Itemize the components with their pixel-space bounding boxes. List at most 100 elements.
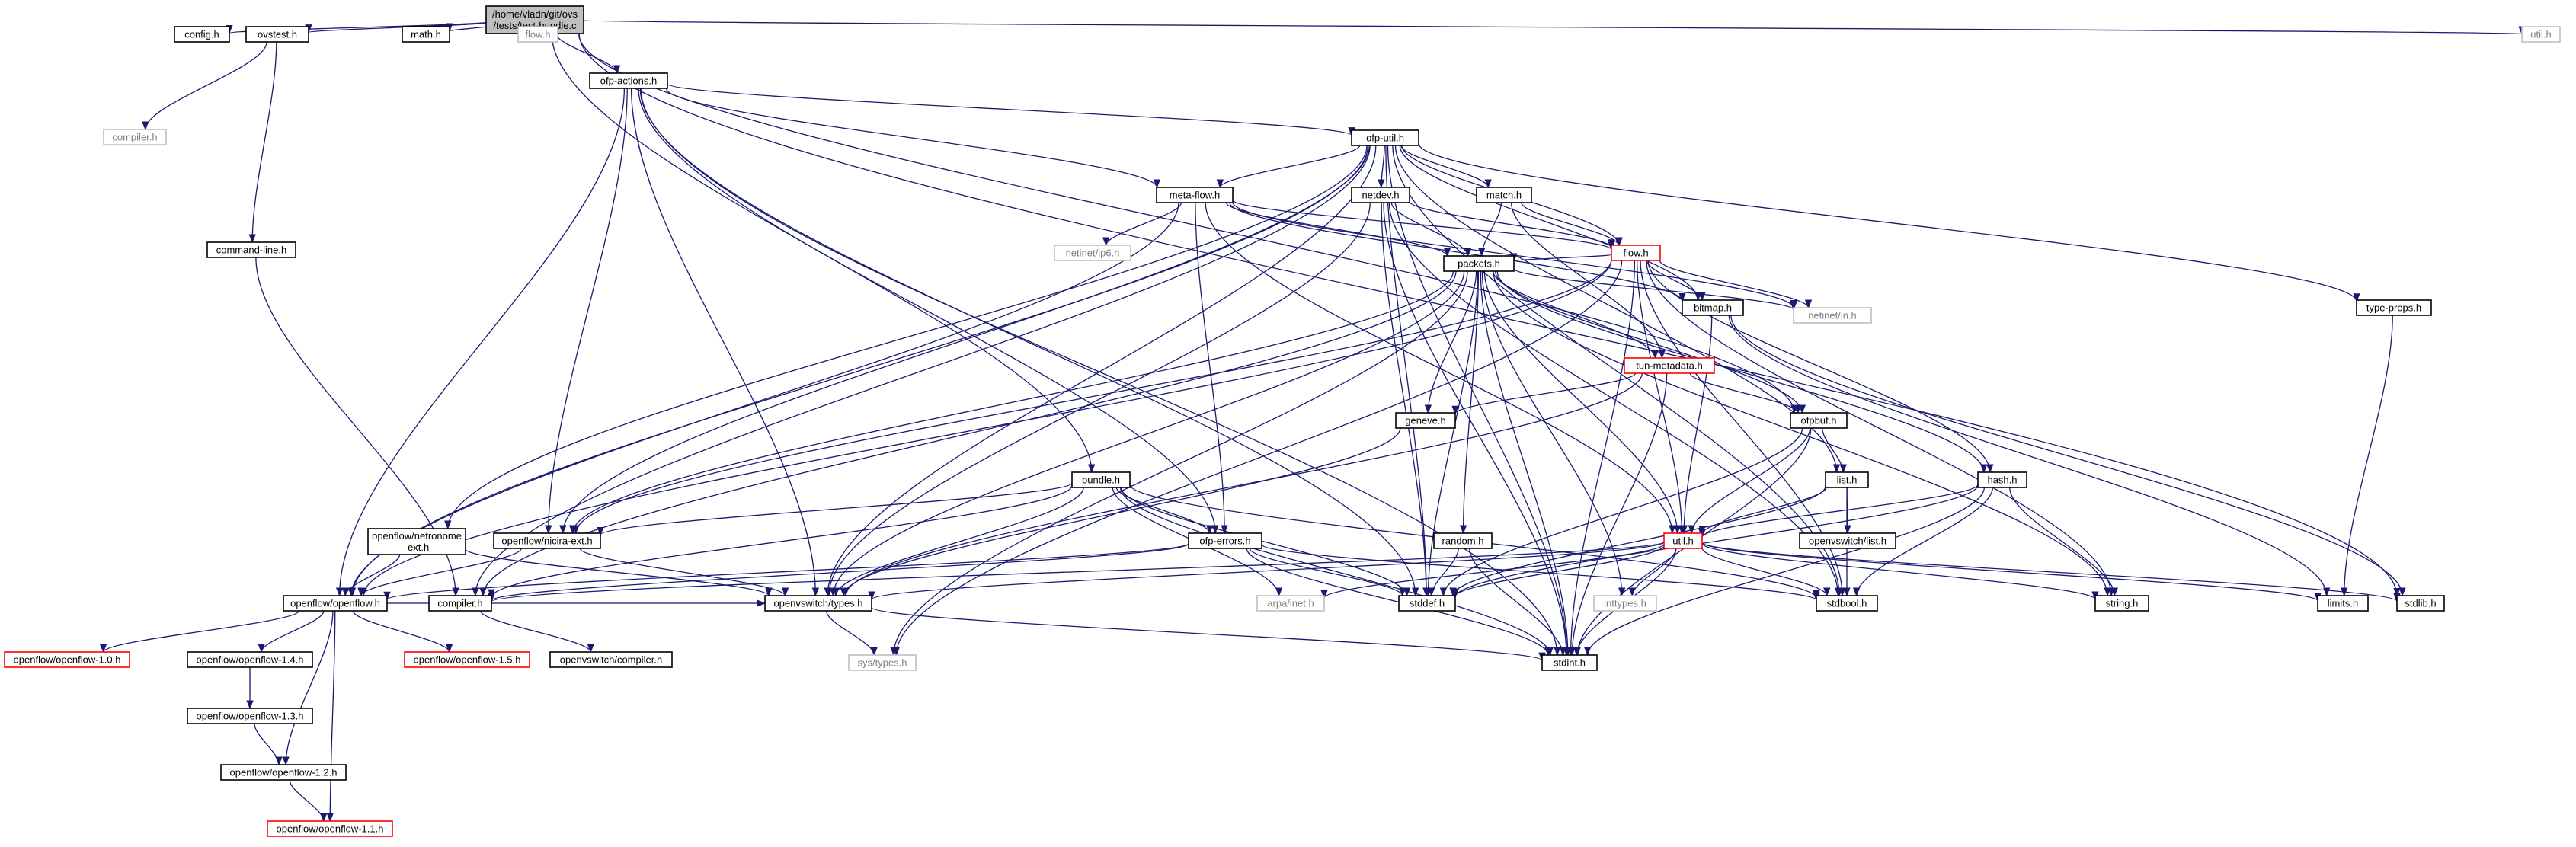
node-label: openvswitch/list.h [1809, 535, 1886, 547]
node-openflow-1-2-h[interactable]: openflow/openflow-1.2.h [220, 764, 347, 781]
node-string-h[interactable]: string.h [2094, 595, 2149, 612]
edge-openflow-1-3-h-to-openflow-1-2-h [254, 723, 283, 766]
node-netinet-ip6-h[interactable]: netinet/ip6.h [1054, 245, 1131, 261]
node-label: math.h [411, 29, 441, 40]
node-openflow-1-5-h[interactable]: openflow/openflow-1.5.h [404, 651, 530, 668]
node-box [220, 764, 347, 781]
edge-packets-h-to-stdint-h [1480, 270, 1572, 657]
edge-ofp-util-h-to-stdint-h [1387, 145, 1571, 657]
node-stdlib-h[interactable]: stdlib.h [2396, 595, 2445, 612]
node-box [174, 26, 230, 43]
node-stdint-h[interactable]: stdint.h [1541, 654, 1598, 671]
node-box [1663, 532, 1703, 549]
node-openvswitch-types-h[interactable]: openvswitch/types.h [764, 595, 872, 612]
node-flow-h-sys[interactable]: flow.h [517, 26, 558, 43]
node-label: bitmap.h [1694, 302, 1732, 314]
node-flow-h[interactable]: flow.h [1611, 245, 1661, 261]
node-sys-types-h[interactable]: sys/types.h [848, 654, 917, 671]
edge-flow-h-to-sys-types-h [892, 260, 1623, 657]
node-label: hash.h [1987, 475, 2017, 486]
node-label: openflow/openflow-1.1.h [277, 823, 384, 835]
node-box [1977, 471, 2027, 488]
node-util-h-sys[interactable]: util.h [2521, 26, 2561, 43]
node-openvswitch-compiler-h[interactable]: openvswitch/compiler.h [549, 651, 673, 668]
node-netdev-h[interactable]: netdev.h [1351, 187, 1410, 203]
node-openflow-netronome-ext-h[interactable]: openflow/netronome-ext.h [367, 528, 466, 555]
edge-type-props-h-to-limits-h [2341, 315, 2393, 597]
node-openflow-1-3-h[interactable]: openflow/openflow-1.3.h [187, 708, 313, 724]
node-box [1156, 187, 1234, 203]
edge-bundle-h-to-compiler-h [488, 485, 1073, 599]
edge-ofp-errors-h-to-stdint-h [1246, 548, 1552, 657]
node-box [2521, 26, 2561, 43]
node-command-line-h[interactable]: command-line.h [206, 241, 296, 258]
node-openflow-1-0-h[interactable]: openflow/openflow-1.0.h [4, 651, 130, 668]
edge-openflow-nicira-ext-h-to-openvswitch-types-h [579, 548, 789, 597]
node-match-h[interactable]: match.h [1476, 187, 1532, 203]
node-limits-h[interactable]: limits.h [2317, 595, 2369, 612]
node-geneve-h[interactable]: geneve.h [1395, 412, 1456, 429]
node-box [2317, 595, 2369, 612]
node-label: command-line.h [216, 245, 287, 256]
node-label: openflow/openflow.h [290, 598, 380, 609]
node-arpa-inet-h[interactable]: arpa/inet.h [1256, 595, 1325, 612]
edge-packets-h-to-string-h [1493, 270, 2111, 597]
edge-openflow-openflow-h-to-openflow-1-0-h [100, 610, 300, 654]
edge-openvswitch-types-h-to-stdint-h [871, 606, 1546, 662]
edge-root-to-config-h [226, 21, 487, 34]
node-label: ofp-actions.h [600, 75, 657, 87]
node-config-h[interactable]: config.h [174, 26, 230, 43]
node-compiler-h-sys[interactable]: compiler.h [103, 129, 167, 145]
node-hash-h[interactable]: hash.h [1977, 471, 2027, 488]
edge-meta-flow-h-to-packets-h [1225, 202, 1451, 257]
node-label: bundle.h [1082, 475, 1120, 486]
node-openvswitch-list-h[interactable]: openvswitch/list.h [1799, 532, 1896, 549]
node-ovstest-h[interactable]: ovstest.h [245, 26, 309, 43]
node-tun-metadata-h[interactable]: tun-metadata.h [1624, 357, 1715, 374]
edge-ofp-util-h-to-netdev-h [1378, 145, 1385, 189]
edge-ofp-errors-h-to-openflow-openflow-h [383, 542, 1189, 601]
node-label: openflow/openflow-1.4.h [197, 654, 304, 666]
node-compiler-h[interactable]: compiler.h [428, 595, 492, 612]
edge-ofpbuf-h-to-util-h [1688, 427, 1811, 535]
node-meta-flow-h[interactable]: meta-flow.h [1156, 187, 1234, 203]
node-netinet-in-h[interactable]: netinet/in.h [1793, 307, 1872, 324]
edge-openflow-openflow-h-to-openflow-1-5-h [352, 610, 453, 654]
node-label: stdbool.h [1827, 598, 1867, 609]
node-label: openflow/openflow-1.2.h [230, 767, 338, 778]
node-openflow-nicira-ext-h[interactable]: openflow/nicira-ext.h [493, 532, 601, 549]
node-random-h[interactable]: random.h [1433, 532, 1493, 549]
node-openflow-openflow-h[interactable]: openflow/openflow.h [283, 595, 388, 612]
node-box [1256, 595, 1325, 612]
edge-netdev-h-to-packets-h [1390, 202, 1472, 257]
node-ofp-errors-h[interactable]: ofp-errors.h [1188, 532, 1262, 549]
node-packets-h[interactable]: packets.h [1443, 255, 1515, 272]
node-box [404, 651, 530, 668]
node-inttypes-h[interactable]: inttypes.h [1593, 595, 1657, 612]
node-stddef-h[interactable]: stddef.h [1398, 595, 1456, 612]
node-openflow-1-4-h[interactable]: openflow/openflow-1.4.h [187, 651, 313, 668]
node-label: netdev.h [1362, 190, 1400, 201]
edge-openflow-openflow-h-to-openflow-1-2-h [282, 610, 334, 766]
node-ofp-actions-h[interactable]: ofp-actions.h [589, 72, 668, 89]
node-bitmap-h[interactable]: bitmap.h [1682, 299, 1744, 316]
node-ofp-util-h[interactable]: ofp-util.h [1351, 129, 1419, 146]
edge-ofp-errors-h-to-stddef-h [1249, 548, 1406, 597]
node-label: ovstest.h [258, 29, 297, 40]
edge-flow-h-to-stdbool-h [1640, 260, 1846, 597]
node-ofpbuf-h[interactable]: ofpbuf.h [1790, 412, 1848, 429]
node-box [1541, 654, 1598, 671]
edge-netdev-h-to-stdint-h [1383, 202, 1570, 657]
edge-ofp-actions-h-to-openflow-nicira-ext-h [545, 88, 628, 535]
node-openflow-1-1-h[interactable]: openflow/openflow-1.1.h [267, 820, 393, 837]
node-bundle-h[interactable]: bundle.h [1071, 471, 1131, 488]
node-list-h[interactable]: list.h [1825, 471, 1869, 488]
edge-ofp-util-h-to-openflow-nicira-ext-h [559, 145, 1370, 535]
edge-ofp-actions-h-to-ofp-errors-h [638, 88, 1219, 535]
node-util-h[interactable]: util.h [1663, 532, 1703, 549]
edge-util-h-to-arpa-inet-h [1320, 543, 1665, 599]
node-type-props-h[interactable]: type-props.h [2356, 299, 2432, 316]
node-stdbool-h[interactable]: stdbool.h [1816, 595, 1878, 612]
node-math-h[interactable]: math.h [402, 26, 450, 43]
